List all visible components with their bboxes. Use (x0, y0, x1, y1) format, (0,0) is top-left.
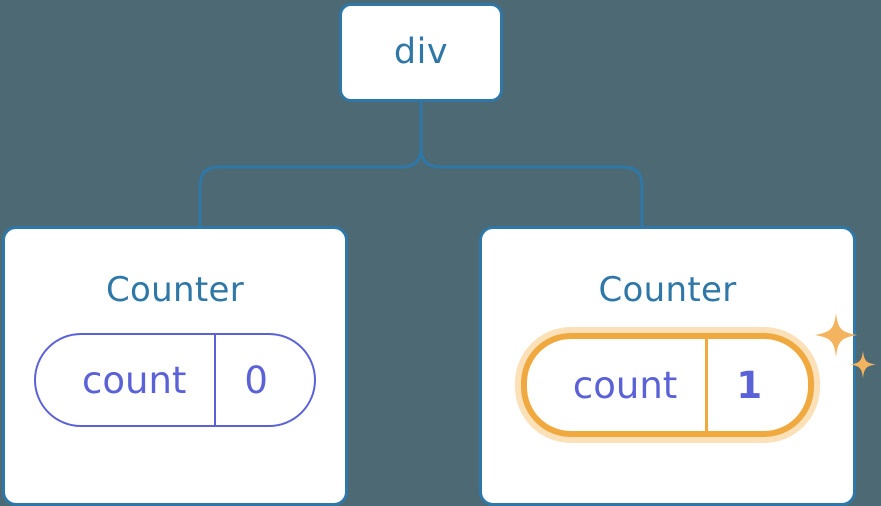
state-pill-left-value: 0 (214, 335, 314, 425)
connector-to-right-child (419, 99, 644, 228)
state-pill-wrap-left: count 0 (34, 333, 316, 427)
node-counter-right-title: Counter (598, 270, 737, 310)
state-pill-right-key: count (572, 363, 678, 407)
state-pill-right-value: 1 (705, 339, 808, 431)
node-counter-right[interactable]: Counter count 1 (479, 226, 877, 506)
state-pill-right[interactable]: count 1 (520, 333, 815, 437)
node-counter-left[interactable]: Counter count 0 (2, 226, 348, 506)
connector-to-left-child (198, 99, 423, 228)
state-pill-left[interactable]: count 0 (34, 333, 316, 427)
node-root-label: div (393, 32, 449, 72)
sparkle-large-icon (815, 313, 858, 357)
state-pill-left-key: count (82, 358, 187, 402)
state-pill-wrap-right: count 1 (520, 313, 877, 437)
diagram-canvas: div Counter count 0 Counter count 1 (2, 3, 877, 506)
node-root-div[interactable]: div (339, 3, 503, 102)
sparkle-small-icon (850, 351, 877, 378)
node-counter-left-title: Counter (106, 270, 244, 310)
sparkles-group (815, 313, 877, 378)
